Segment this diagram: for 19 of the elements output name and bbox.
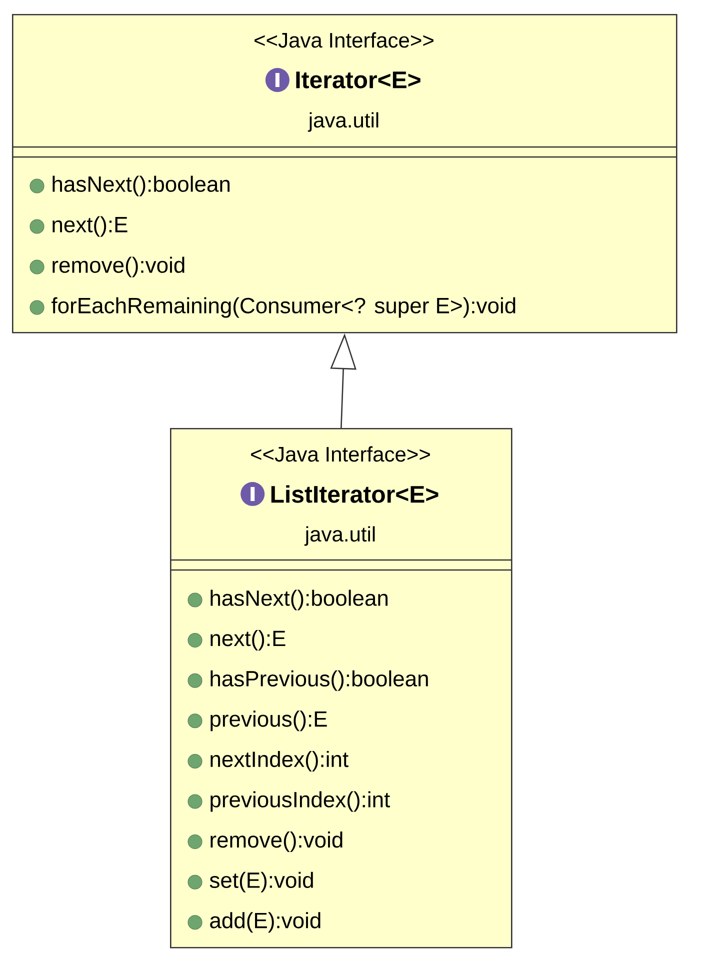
class-name: ListIterator<E>: [271, 485, 438, 503]
method-label: remove():void: [210, 832, 342, 852]
stereotype-label: <<Java Interface>>: [254, 32, 434, 48]
class-name: Iterator<E>: [296, 72, 420, 88]
method-label: forEachRemaining(Consumer<? super E>):void: [52, 297, 516, 318]
method-label: previous():E: [210, 710, 327, 732]
method-label: next():E: [52, 216, 128, 237]
stereotype-label: <<Java Interface>>: [251, 446, 430, 462]
method-label: next():E: [210, 630, 286, 651]
method-label: previousIndex():int: [210, 791, 390, 812]
method-label: add(E):void: [210, 912, 320, 933]
method-label: hasNext():boolean: [210, 590, 388, 610]
method-label: hasNext():boolean: [52, 176, 230, 196]
method-label: set(E):void: [210, 872, 313, 892]
package-label: java.util: [304, 526, 375, 546]
method-label: hasPrevious():boolean: [210, 670, 428, 691]
method-label: remove():void: [52, 256, 184, 278]
package-label: java.util: [308, 112, 378, 132]
method-label: nextIndex():int: [210, 750, 348, 772]
